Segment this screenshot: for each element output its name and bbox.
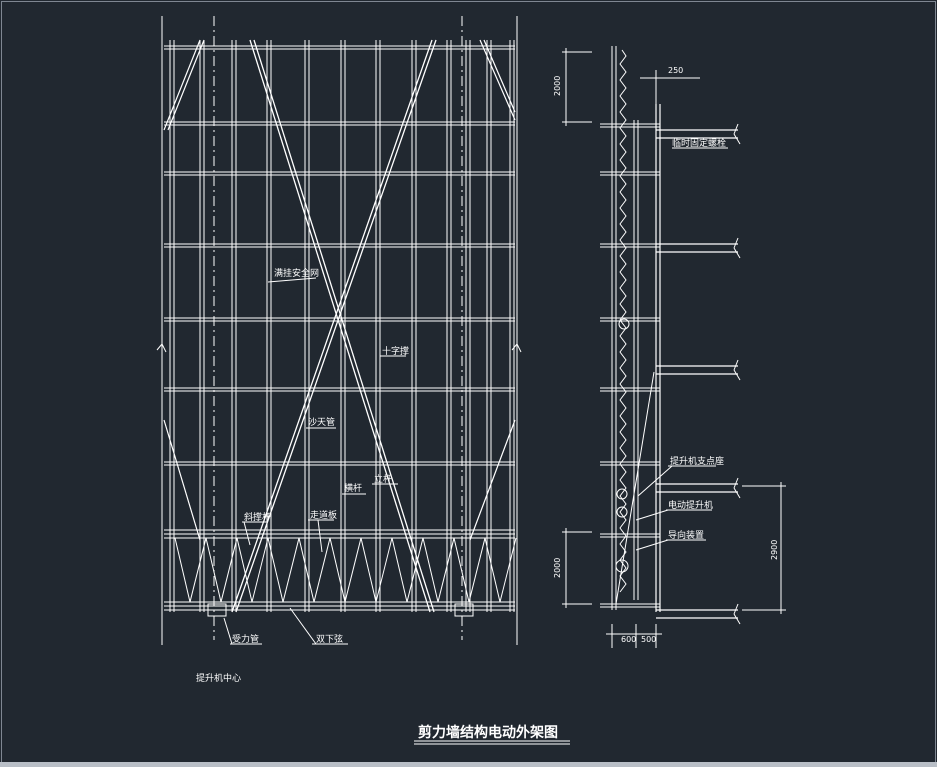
slab-break [733, 359, 739, 371]
label-leader [243, 521, 251, 546]
truss-web [484, 537, 501, 603]
pulley-icon [616, 488, 628, 500]
label-standing-pole: 立杆 [374, 473, 392, 485]
corner-brace [483, 39, 516, 113]
break-mark [161, 343, 167, 353]
label-leader [223, 617, 233, 645]
cross-brace [235, 39, 437, 613]
cross-brace [253, 39, 435, 613]
elevation-labels: 满挂安全网 十字撑 沙天管 横杆 立杆 斜撑杆 走道板 受力管 双下弦 提升机中… [196, 267, 409, 684]
truss-web [174, 537, 191, 603]
truss-web [313, 537, 331, 603]
bottom-scrollbar[interactable] [0, 762, 937, 767]
break-mark [156, 343, 163, 351]
truss-web [375, 537, 393, 603]
dim-2000-bottom: 2000 [553, 558, 562, 578]
label-hoist-center: 提升机中心 [196, 672, 241, 684]
slab-break [733, 237, 739, 249]
support-strut [615, 371, 655, 605]
truss-web [468, 537, 486, 603]
truss-web [220, 537, 238, 603]
hoist-seat-box [454, 603, 474, 617]
label-ledger: 横杆 [344, 482, 362, 494]
hoist-seat-box [207, 603, 227, 617]
label-cross-brace: 十字撑 [382, 345, 409, 357]
corner-brace [469, 419, 516, 541]
truss-web [360, 537, 377, 603]
label-main-frame: 受力管 [232, 633, 259, 645]
dim-2900: 2900 [770, 540, 779, 560]
truss-web [236, 537, 253, 603]
truss-web [267, 537, 284, 603]
truss-web [205, 537, 222, 603]
slab-break [733, 477, 739, 489]
truss-web [453, 537, 470, 603]
truss-web [189, 537, 207, 603]
truss-web [251, 537, 269, 603]
scaffold-section-view [562, 46, 786, 648]
truss-web [499, 537, 517, 603]
truss-web [329, 537, 346, 603]
label-leader [317, 519, 323, 553]
support-strut [635, 509, 669, 521]
section-labels: 临时固定螺栓 提升机支点座 电动提升机 导向装置 [666, 137, 728, 541]
truss-web [406, 537, 424, 603]
pulley-icon [616, 506, 628, 518]
label-safety-net: 满挂安全网 [274, 267, 319, 279]
break-mark [516, 343, 522, 353]
label-diagonal-brace: 斜撑杆 [244, 511, 271, 523]
cross-brace [231, 39, 433, 613]
slab-break [733, 247, 741, 259]
truss-web [282, 537, 300, 603]
dim-250: 250 [668, 66, 683, 75]
truss-web [391, 537, 408, 603]
corner-brace [163, 39, 201, 131]
label-inner-pole: 沙天管 [308, 416, 335, 428]
corner-brace [479, 39, 516, 121]
slab-break [733, 603, 739, 615]
label-hoist-unit: 电动提升机 [668, 499, 713, 511]
slab-break [733, 133, 741, 145]
label-support-seat: 导向装置 [668, 529, 704, 541]
support-strut [637, 465, 673, 497]
label-leader [289, 607, 317, 645]
pulley-icon [618, 318, 630, 330]
scaffold-elevation-view [156, 16, 522, 645]
support-strut [635, 539, 669, 551]
dim-500: 500 [641, 635, 656, 644]
dim-2000-top: 2000 [553, 76, 562, 96]
corner-brace [163, 419, 201, 541]
slab-break [733, 487, 741, 499]
dim-600: 600 [621, 635, 636, 644]
cross-brace [249, 39, 431, 613]
drawing-title: 剪力墙结构电动外架图 [418, 724, 558, 741]
section-safety-net [619, 49, 627, 593]
slab-break [733, 369, 741, 381]
dimension-labels: 2000 250 2000 2900 600 500 [553, 66, 779, 644]
corner-brace [167, 39, 205, 131]
truss-web [437, 537, 455, 603]
truss-web [298, 537, 315, 603]
slab-break [733, 613, 741, 625]
label-hoist-anchor: 提升机支点座 [670, 455, 724, 467]
truss-web [422, 537, 439, 603]
pulley-icon [615, 559, 629, 573]
label-lower-chord: 双下弦 [316, 633, 343, 645]
label-flat-plank: 走道板 [310, 509, 337, 521]
truss-web [344, 537, 362, 603]
label-temp-anchor: 临时固定螺栓 [672, 137, 726, 149]
slab-break [733, 123, 739, 135]
